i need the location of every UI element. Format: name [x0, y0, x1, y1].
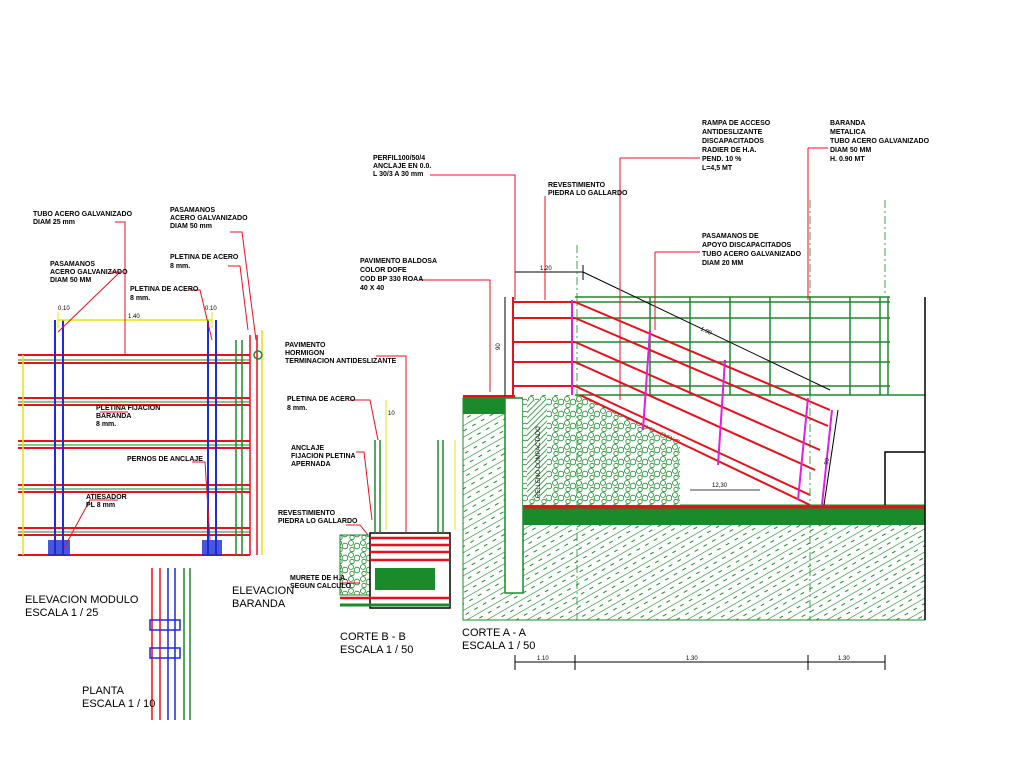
label-pavimento-h3: TERMINACION ANTIDESLIZANTE — [285, 358, 397, 365]
title-planta: PLANTA — [82, 685, 125, 697]
label-revest-b1: REVESTIMIENTO — [278, 510, 336, 517]
label-pletina-c1: PLETINA DE ACERO — [287, 396, 356, 403]
label-pasamanos-b3: DIAM 50 mm — [170, 223, 212, 230]
label-pletina-a1: PLETINA DE ACERO — [170, 254, 239, 261]
label-rampa5: PEND. 10 % — [702, 156, 742, 163]
label-pasamanos-a3: DIAM 50 MM — [50, 277, 91, 284]
dim-90-b: 90 — [824, 457, 831, 465]
label-pletina-a2: 8 mm. — [170, 263, 190, 270]
label-baranda1: BARANDA — [830, 120, 865, 127]
label-pasamanos-d3: TUBO ACERO GALVANIZADO — [702, 251, 802, 258]
dim-140: 1.40 — [128, 314, 140, 320]
dim-90-a: 90 — [496, 343, 502, 350]
label-perfil2: ANCLAJE EN 0.0. — [373, 163, 431, 170]
dim-010-b: 0.10 — [205, 306, 217, 312]
label-revest-a2: PIEDRA LO GALLARDO — [548, 190, 628, 197]
label-pav-baldosa1: PAVIMENTO BALDOSA — [360, 258, 437, 265]
label-pavimento-h2: HORMIGON — [285, 350, 324, 357]
dim-190: 1.90 — [699, 326, 713, 337]
elevation-module: 0.10 0.10 1.40 TUBO ACERO GALVANIZADO DI — [18, 207, 294, 619]
label-atiesador2: PL 8 mm — [86, 502, 115, 509]
label-pav-baldosa3: COD BP 330 ROAA — [360, 276, 423, 283]
section-a-a: RELLENO COMPACTADO — [360, 120, 930, 670]
plan-detail: PLANTA ESCALA 1 / 10 — [82, 568, 191, 720]
label-murete1: MURETE DE H.A. — [290, 575, 347, 582]
title-corte-a-esc: ESCALA 1 / 50 — [462, 640, 535, 652]
label-pasamanos-a1: PASAMANOS — [50, 261, 95, 268]
dim-1230: 12,30 — [712, 483, 728, 489]
label-pasamanos-d2: APOYO DISCAPACITADOS — [702, 242, 792, 249]
label-baranda5: H. 0.90 MT — [830, 156, 865, 163]
title-planta-esc: ESCALA 1 / 10 — [82, 698, 155, 710]
label-pletina-fij2: BARANDA — [96, 413, 131, 420]
label-tubo-2: DIAM 25 mm — [33, 219, 75, 226]
label-pletina-b2: 8 mm. — [130, 295, 150, 302]
label-pletina-fij3: 8 mm. — [96, 421, 116, 428]
label-rampa1: RAMPA DE ACCESO — [702, 120, 771, 127]
label-anclaje2: FIJACION PLETINA — [291, 453, 356, 460]
dim-10: 10 — [388, 411, 395, 417]
title-elev-modulo: ELEVACION MODULO — [25, 594, 139, 606]
section-b-b: PAVIMENTO HORMIGON TERMINACION ANTIDESLI… — [278, 342, 456, 656]
label-rampa6: L=4,5 MT — [702, 165, 733, 172]
title-elev-baranda2: BARANDA — [232, 598, 286, 610]
label-pav-baldosa2: COLOR DOFE — [360, 267, 407, 274]
label-revest-b2: PIEDRA LO GALLARDO — [278, 518, 358, 525]
label-baranda2: METALICA — [830, 129, 866, 136]
label-pletina-fij1: PLETINA FIJACION — [96, 405, 160, 412]
label-pasamanos-b2: ACERO GALVANIZADO — [170, 215, 248, 222]
label-pasamanos-d1: PASAMANOS DE — [702, 233, 759, 240]
label-pasamanos-a2: ACERO GALVANIZADO — [50, 269, 128, 276]
label-pav-baldosa4: 40 X 40 — [360, 285, 384, 292]
label-pasamanos-d4: DIAM 20 MM — [702, 260, 743, 267]
label-pavimento-h1: PAVIMENTO — [285, 342, 326, 349]
label-murete2: SEGUN CALCULO — [290, 583, 352, 590]
label-baranda3: TUBO ACERO GALVANIZADO — [830, 138, 930, 145]
label-relleno: RELLENO COMPACTADO — [536, 426, 542, 498]
dim-110: 1.10 — [537, 656, 549, 662]
label-rampa2: ANTIDESLIZANTE — [702, 129, 763, 136]
label-baranda4: DIAM 50 MM — [830, 147, 871, 154]
title-elev-modulo-esc: ESCALA 1 / 25 — [25, 607, 98, 619]
dim-010-a: 0.10 — [58, 306, 70, 312]
label-atiesador1: ATIESADOR — [86, 494, 127, 501]
dim-130-a: 1.30 — [686, 656, 698, 662]
label-anclaje1: ANCLAJE — [291, 445, 324, 452]
label-revest-a1: REVESTIMIENTO — [548, 182, 606, 189]
label-perfil1: PERFIL100/50/4 — [373, 155, 425, 162]
label-rampa3: DISCAPACITADOS — [702, 138, 764, 145]
label-pasamanos-b1: PASAMANOS — [170, 207, 215, 214]
label-rampa4: RADIER DE H.A. — [702, 147, 757, 154]
title-corte-b: CORTE B - B — [340, 631, 406, 643]
dim-130-b: 1.30 — [838, 656, 850, 662]
label-tubo-1: TUBO ACERO GALVANIZADO — [33, 211, 133, 218]
title-corte-a: CORTE A - A — [462, 627, 527, 639]
label-pletina-b1: PLETINA DE ACERO — [130, 286, 199, 293]
label-perfil3: L 30/3 A 30 mm — [373, 171, 423, 178]
title-elev-baranda1: ELEVACION — [232, 585, 294, 597]
title-corte-b-esc: ESCALA 1 / 50 — [340, 644, 413, 656]
label-pletina-c2: 8 mm. — [287, 405, 307, 412]
label-pernos: PERNOS DE ANCLAJE — [127, 456, 203, 463]
dim-120: 1.20 — [540, 266, 552, 272]
label-anclaje3: APERNADA — [291, 461, 331, 468]
